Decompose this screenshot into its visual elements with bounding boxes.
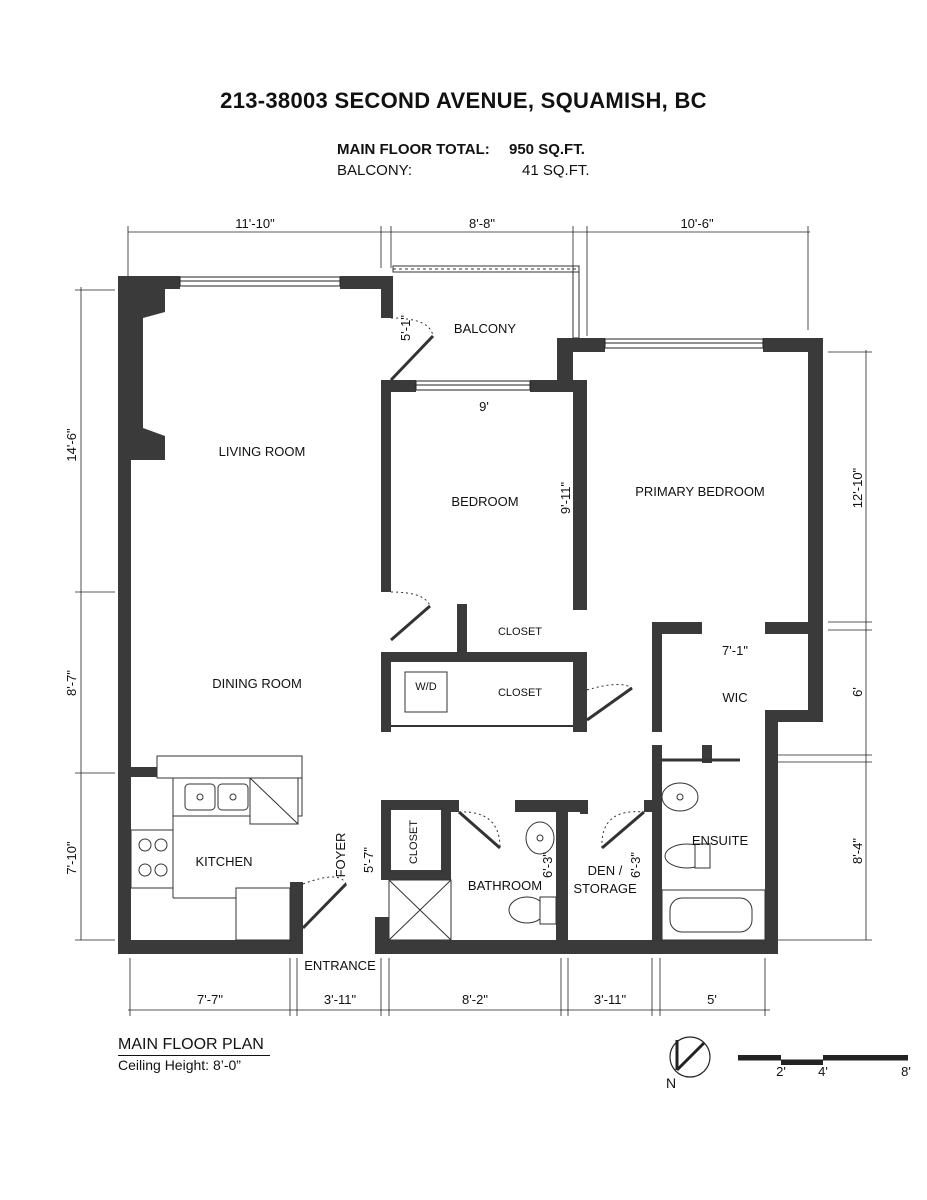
plan-title-underline <box>118 1055 270 1056</box>
label-foyer: FOYER <box>333 833 348 878</box>
label-den-line1: DEN / <box>588 863 623 878</box>
balcony-area-label: BALCONY: <box>337 162 413 179</box>
label-laundry-closet: CLOSET <box>498 687 542 699</box>
dim-left-2: 8'-7" <box>64 670 79 696</box>
kitchen-fixtures <box>130 755 303 941</box>
label-den-line2: STORAGE <box>573 881 637 896</box>
bathroom-fixtures <box>388 782 766 941</box>
doors <box>301 317 740 930</box>
scale-label-4: 4' <box>818 1064 828 1079</box>
north-label: N <box>666 1075 676 1091</box>
label-bathroom: BATHROOM <box>468 878 542 893</box>
label-bedroom-closet: CLOSET <box>498 626 542 638</box>
ceiling-height: Ceiling Height: 8’-0” <box>118 1057 241 1073</box>
dim-bottom-3: 8'-2" <box>462 992 488 1007</box>
label-wic: WIC <box>722 690 747 705</box>
address-title: 213-38003 SECOND AVENUE, SQUAMISH, BC <box>220 88 707 113</box>
dim-foyer-depth: 5'-7" <box>361 847 376 873</box>
plan-title: MAIN FLOOR PLAN <box>118 1036 264 1053</box>
dim-bedroom-width: 9' <box>479 399 489 414</box>
dim-wic-width: 7'-1" <box>722 643 748 658</box>
north-arrow: N <box>666 1036 711 1091</box>
walls <box>118 276 823 954</box>
label-entrance: ENTRANCE <box>304 958 376 973</box>
dimension-lines <box>75 226 872 1016</box>
label-bedroom: BEDROOM <box>451 494 518 509</box>
windows <box>179 276 764 391</box>
dim-bottom-5: 5' <box>707 992 717 1007</box>
dim-right-2: 6' <box>850 687 865 697</box>
scale-bar: 2' 4' 8' <box>738 1055 911 1079</box>
main-floor-total-value: 950 SQ.FT. <box>509 141 585 158</box>
label-washer-dryer: W/D <box>415 681 436 693</box>
dim-left-3: 7'-10" <box>64 841 79 875</box>
washer-dryer <box>404 671 448 713</box>
dim-bottom-1: 7'-7" <box>197 992 223 1007</box>
dim-bottom-2: 3'-11" <box>324 992 357 1007</box>
label-primary-bedroom: PRIMARY BEDROOM <box>635 484 765 499</box>
dim-top-1: 11'-10" <box>235 216 275 231</box>
dim-bottom-4: 3'-11" <box>594 992 627 1007</box>
dim-right-3: 8'-4" <box>850 838 865 864</box>
label-dining-room: DINING ROOM <box>212 676 302 691</box>
scale-label-2: 2' <box>776 1064 786 1079</box>
dim-top-2: 8'-8" <box>469 216 495 231</box>
dim-top-3: 10'-6" <box>680 216 714 231</box>
scale-label-8: 8' <box>901 1064 911 1079</box>
dim-bedroom-depth: 9'-11" <box>558 482 573 515</box>
main-floor-total-label: MAIN FLOOR TOTAL: <box>337 141 490 158</box>
balcony-area-value: 41 SQ.FT. <box>522 162 590 179</box>
label-living-room: LIVING ROOM <box>219 444 306 459</box>
dim-den-depth: 6'-3" <box>628 852 643 878</box>
dim-right-1: 12'-10" <box>850 467 865 508</box>
label-balcony: BALCONY <box>454 321 516 336</box>
dim-balcony-door: 5'-1" <box>398 315 413 341</box>
label-kitchen: KITCHEN <box>195 854 252 869</box>
label-foyer-closet: CLOSET <box>408 820 420 864</box>
label-ensuite: ENSUITE <box>692 833 749 848</box>
dim-bathroom-depth: 6'-3" <box>540 852 555 878</box>
dim-left-1: 14'-6" <box>64 428 79 462</box>
balcony-railing <box>392 265 580 339</box>
